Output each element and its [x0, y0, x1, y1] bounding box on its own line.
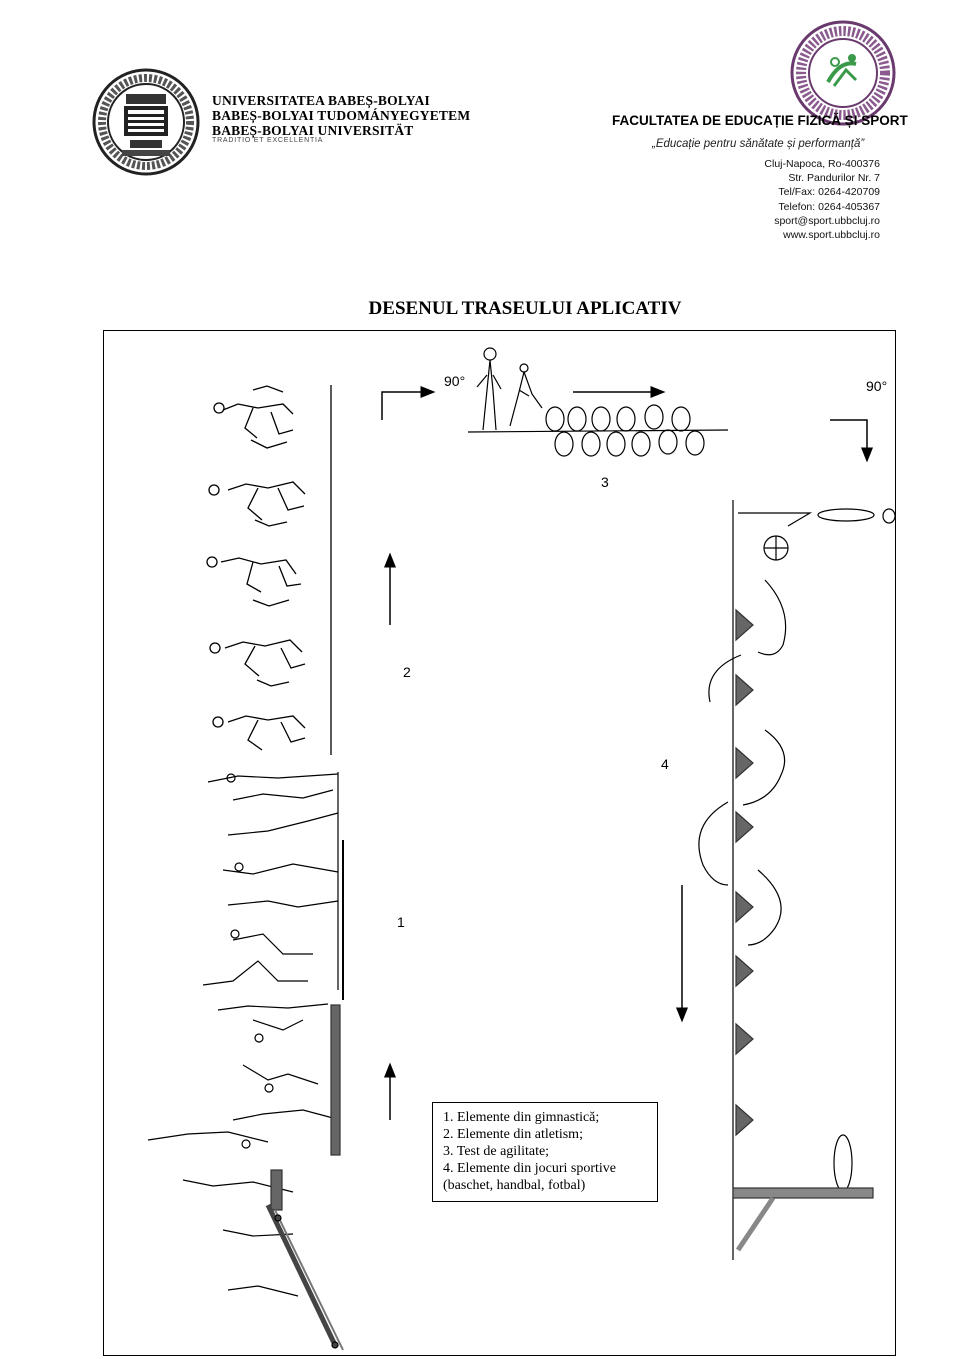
- agility-section: [467, 347, 729, 457]
- station-3-label: 3: [601, 474, 609, 490]
- legend-item-1: 1. Elemente din gimnastică;: [443, 1110, 600, 1125]
- arrow-turn-right: [830, 419, 873, 463]
- agility-cone-row: [545, 404, 705, 457]
- page-title: DESENUL TRASEULUI APLICATIV: [368, 298, 682, 319]
- obstacle-course-diagram: [147, 347, 896, 1351]
- faculty-name: FACULTATEA DE EDUCAȚIE FIZICĂ ȘI SPORT: [612, 113, 908, 128]
- university-name-de: BABEȘ-BOLYAI UNIVERSITÄT: [212, 123, 414, 138]
- course-direction-arrows: [381, 386, 873, 1120]
- angle-label-right: 90°: [866, 378, 888, 394]
- contact-phone: Telefon: 0264-405367: [778, 200, 880, 213]
- angle-label-left: 90°: [444, 373, 466, 389]
- legend-item-4: 4. Elemente din jocuri sportive: [443, 1161, 617, 1176]
- university-name-ro: UNIVERSITATEA BABEȘ-BOLYAI: [212, 93, 430, 108]
- faculty-seal-logo: [790, 20, 896, 126]
- contact-telfax: Tel/Fax: 0264-420709: [778, 186, 880, 199]
- sports-games-section: [698, 500, 896, 1260]
- runner-figure-row: [206, 385, 306, 751]
- university-name-hu: BABEȘ-BOLYAI TUDOMÁNYEGYETEM: [212, 108, 471, 123]
- slalom-cones: [735, 608, 754, 1137]
- faculty-contact: Cluj-Napoca, Ro-400376 Str. Pandurilor N…: [764, 157, 880, 242]
- letterhead: UNIVERSITATEA BABEȘ-BOLYAI BABEȘ-BOLYAI …: [0, 0, 960, 242]
- station-4-label: 4: [661, 756, 669, 772]
- station-2-label: 2: [403, 664, 411, 680]
- dribble-path: [698, 579, 787, 946]
- university-name: UNIVERSITATEA BABEȘ-BOLYAI BABEȘ-BOLYAI …: [212, 93, 470, 138]
- legend-item-3: 3. Test de agilitate;: [443, 1144, 550, 1159]
- gymnastics-section: [147, 772, 344, 1351]
- diagram-frame: [103, 330, 896, 1356]
- athletics-section: [206, 385, 332, 755]
- arrow-turn-left: [381, 386, 436, 420]
- university-seal-logo: [92, 68, 200, 176]
- university-motto: TRADITIO ET EXCELLENTIA: [212, 137, 324, 144]
- legend-item-4-detail: (baschet, handbal, fotbal): [443, 1178, 586, 1193]
- contact-address: Cluj-Napoca, Ro-400376: [764, 158, 880, 170]
- station-1-label: 1: [397, 914, 405, 930]
- faculty-motto: „Educație pentru sănătate și performanță…: [652, 138, 865, 150]
- legend-box: 1. Elemente din gimnastică; 2. Elemente …: [432, 1102, 658, 1202]
- contact-website: www.sport.ubbcluj.ro: [783, 229, 880, 242]
- contact-email: sport@sport.ubbcluj.ro: [774, 214, 880, 227]
- legend-item-2: 2. Elemente din atletism;: [443, 1127, 583, 1142]
- contact-street: Str. Pandurilor Nr. 7: [788, 172, 880, 185]
